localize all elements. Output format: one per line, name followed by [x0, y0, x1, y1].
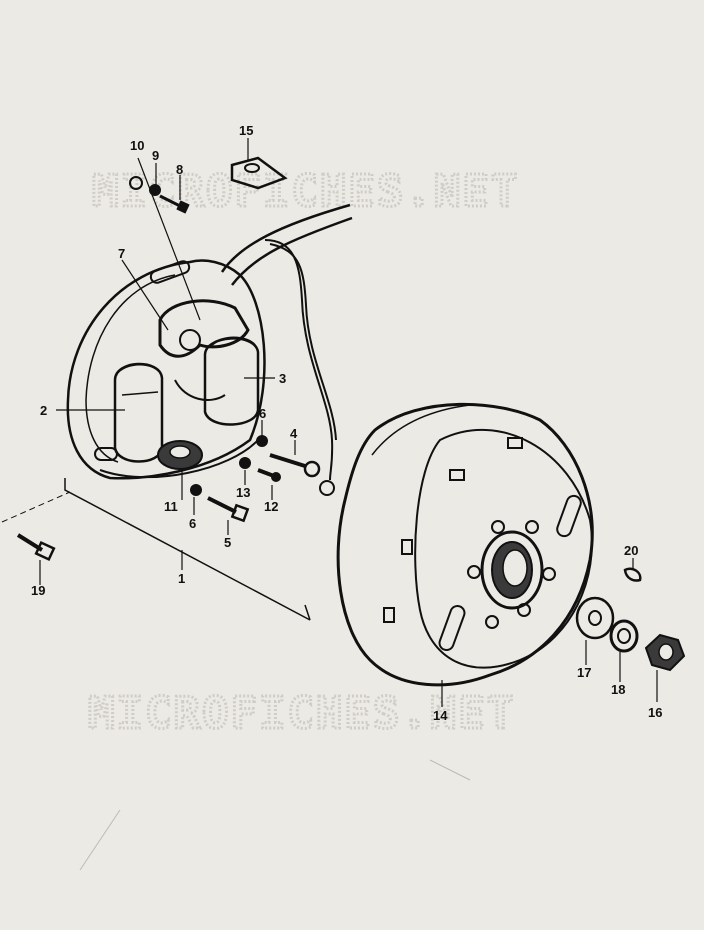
fasteners-right: [575, 567, 686, 672]
callout-9: 9: [152, 148, 159, 163]
callout-13: 13: [236, 485, 250, 500]
callout-8: 8: [176, 162, 183, 177]
callout-labels: 1 2 3 4 5 6 6 7 8 9 10 11 12 13 14 15 16…: [31, 123, 662, 723]
callout-12: 12: [264, 499, 278, 514]
screws: [16, 435, 321, 562]
watermark-bottom: MICROFICHES.NET: [88, 688, 515, 739]
assembly-bracket: [1, 478, 311, 621]
callout-16: 16: [648, 705, 662, 720]
callout-2: 2: [40, 403, 47, 418]
callout-6-lower: 6: [189, 516, 196, 531]
grommet-part: [230, 156, 288, 190]
callout-5: 5: [224, 535, 231, 550]
callout-20: 20: [624, 543, 638, 558]
callout-6-upper: 6: [259, 406, 266, 421]
wire-harness: [220, 203, 353, 496]
callout-1: 1: [178, 571, 185, 586]
callout-3: 3: [279, 371, 286, 386]
flywheel-rotor: [336, 402, 594, 687]
callout-14: 14: [433, 708, 448, 723]
watermark-top: MICROFICHES.NET: [92, 166, 519, 217]
callout-10: 10: [130, 138, 144, 153]
leader-lines: [39, 138, 658, 707]
callout-4: 4: [290, 426, 298, 441]
callout-18: 18: [611, 682, 625, 697]
callout-11: 11: [164, 499, 178, 514]
scan-noise: [79, 759, 471, 871]
stator-assembly: [66, 259, 266, 480]
callout-19: 19: [31, 583, 45, 598]
hardware-top: [129, 176, 190, 214]
callout-7: 7: [118, 246, 125, 261]
callout-17: 17: [577, 665, 591, 680]
callout-15: 15: [239, 123, 253, 138]
